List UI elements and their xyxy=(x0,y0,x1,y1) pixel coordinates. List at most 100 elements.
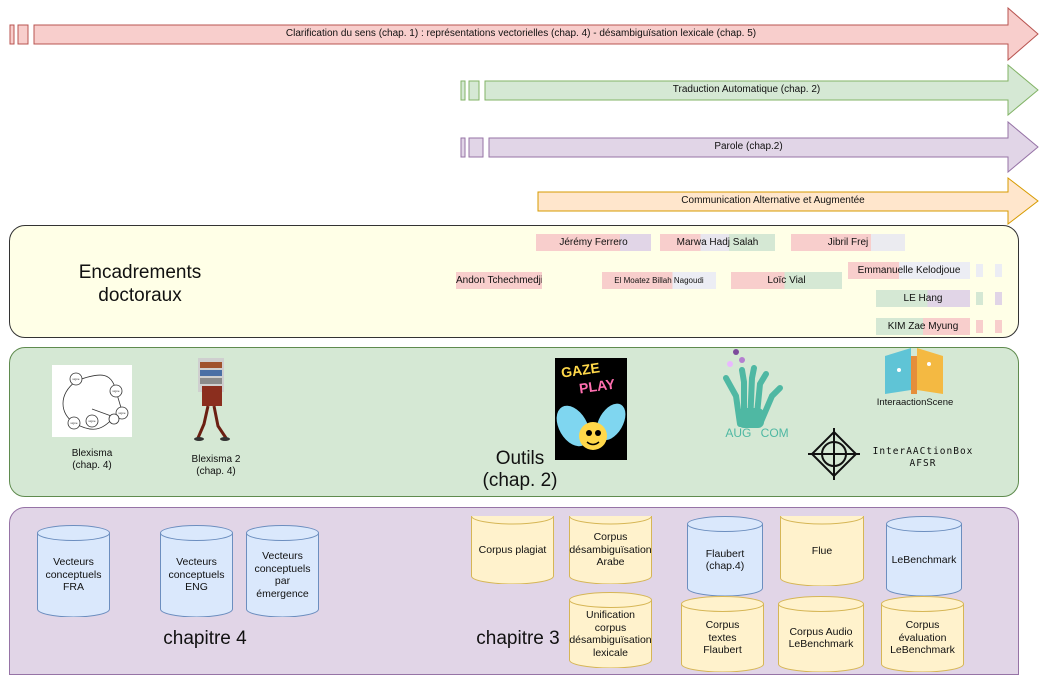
corpus-textes-flaubert-label-line: Corpus xyxy=(705,619,740,632)
flaubert-label: Flaubert(chap.4) xyxy=(687,548,763,573)
corpus-textes-flaubert-label-line: Flaubert xyxy=(703,644,742,657)
encadrements-title-line2: doctoraux xyxy=(98,285,182,306)
kim-marker-b xyxy=(995,320,1002,333)
name-loic: Loïc Vial xyxy=(731,272,842,289)
interaactionscene-book-icon xyxy=(885,348,943,394)
corpus-desamb-arabe-label-line: Arabe xyxy=(596,556,625,569)
arrow1-body xyxy=(33,6,1039,62)
name-marwa: Marwa Hadj Salah xyxy=(660,234,775,251)
lehang-marker-b xyxy=(995,292,1002,305)
name-andon-label: Andon Tchechmedjiev xyxy=(456,275,542,286)
kim-marker-a xyxy=(976,320,983,333)
name-kim: KIM Zae Myung xyxy=(876,318,970,335)
emmanuelle-marker-a xyxy=(976,264,983,277)
flue-cylinder: Flue xyxy=(780,508,864,586)
outils-title: Outils (chap. 2) xyxy=(470,448,570,492)
name-kim-label: KIM Zae Myung xyxy=(887,321,959,332)
name-moatez: El Moatez Billah Nagoudi xyxy=(602,272,716,289)
crosshair-icon xyxy=(808,428,860,480)
arrow3-stub-b xyxy=(468,137,484,158)
name-jibril-label: Jibril Frej xyxy=(827,237,869,248)
encadrements-title-line1: Encadrements xyxy=(78,262,202,283)
blexisma2-label: Blexisma 2 (chap. 4) xyxy=(166,454,266,478)
interaactionscene-label: InteraactionScene xyxy=(876,397,954,408)
arrow2-body xyxy=(484,63,1039,117)
arrow1-stub-b xyxy=(17,24,29,45)
lebenchmark-label: LeBenchmark xyxy=(886,554,962,567)
vecteurs-fra-label-line: Vecteurs xyxy=(53,556,94,569)
corpus-plagiat-label: Corpus plagiat xyxy=(471,544,554,557)
flaubert-label-line: (chap.4) xyxy=(705,560,745,572)
interaactionbox-logo xyxy=(808,428,860,480)
arrow2-stub-b xyxy=(468,80,480,101)
outils-title-line1: Outils xyxy=(495,448,545,469)
vecteurs-fra-label-line: FRA xyxy=(63,581,84,594)
vecteurs-eng-label-line: ENG xyxy=(185,581,208,594)
blexisma-image: signe signe signe signe signe xyxy=(52,365,132,437)
flue-label-line: Flue xyxy=(811,544,833,557)
outils-panel xyxy=(9,347,1019,497)
arrow1-stub-a xyxy=(9,24,15,45)
arrows-layer xyxy=(9,6,1039,226)
vecteurs-emergence-label-line: par xyxy=(274,575,291,587)
name-lehang: LE Hang xyxy=(876,290,970,307)
lebenchmark-cylinder: LeBenchmark xyxy=(886,516,962,596)
corpus-textes-flaubert-label-line: textes xyxy=(708,631,737,644)
blexisma-node-label: signe xyxy=(72,377,80,381)
name-moatez-label: El Moatez Billah Nagoudi xyxy=(614,276,704,285)
gazeplay-logo-line2: PLAY xyxy=(578,375,617,397)
chap4-title: chapitre 4 xyxy=(163,628,247,649)
name-jibril: Jibril Frej xyxy=(791,234,905,251)
corpus-desamb-arabe-label-line: désambiguïsation xyxy=(569,543,652,556)
name-lehang-label: LE Hang xyxy=(903,293,943,304)
corpus-audio-label-line: Corpus Audio xyxy=(789,625,853,638)
blexisma2-label-line1: Blexisma 2 xyxy=(191,454,241,465)
blexisma-node-label: signe xyxy=(70,421,78,425)
arrow-traduction-label: Traduction Automatique (chap. 2) xyxy=(672,84,821,95)
name-andon: Andon Tchechmedjiev xyxy=(456,272,542,289)
vecteurs-emergence-label-line: Vecteurs xyxy=(262,550,303,562)
gazeplay-bee-icon xyxy=(556,403,626,450)
gazeplay-logo: GAZE PLAY xyxy=(555,358,627,460)
blexisma-node-label: signe xyxy=(88,419,96,423)
outils-title-line2: (chap. 2) xyxy=(482,470,558,491)
blexisma-label: Blexisma (chap. 4) xyxy=(42,448,142,472)
vecteurs-emergence-label-line: conceptuels xyxy=(254,562,311,575)
augcom-text-left: AUG xyxy=(725,426,752,440)
unification-label-line: lexicale xyxy=(592,646,629,659)
arrow2-stub-a xyxy=(460,80,466,101)
lebenchmark-label-line: LeBenchmark xyxy=(891,553,957,566)
corpus-eval-label-line: LeBenchmark xyxy=(890,644,955,657)
lehang-marker-a xyxy=(976,292,983,305)
interaactionbox-label-line1: InterAACtionBox xyxy=(872,446,974,457)
emmanuelle-marker-b xyxy=(995,264,1002,277)
corpus-plagiat-label-line: Corpus plagiat xyxy=(478,543,547,556)
blexisma-label-line2: (chap. 4) xyxy=(72,460,112,471)
vecteurs-eng-label-line: Vecteurs xyxy=(176,556,217,569)
blexisma2-label-line2: (chap. 4) xyxy=(196,466,236,477)
vecteurs-eng-label-line: conceptuels xyxy=(168,568,225,581)
blexisma-node-label: signe xyxy=(118,411,126,415)
blexisma2-figure-icon xyxy=(194,358,230,441)
arrow-clarification-label: Clarification du sens (chap. 1) : représ… xyxy=(285,28,757,39)
augcom-logo: AUG COM xyxy=(714,348,800,444)
interaactionbox-label: InterAACtionBox AFSR xyxy=(868,446,978,470)
unification-label-line: désambiguïsation xyxy=(569,634,652,646)
corpus-eval-label-line: Corpus xyxy=(905,619,940,632)
arrow-parole-label: Parole (chap.2) xyxy=(714,141,783,152)
unification-label-line: corpus xyxy=(594,621,627,634)
chap3-title: chapitre 3 xyxy=(476,628,560,649)
interaactionscene-logo xyxy=(881,348,947,394)
interaactionbox-label-line2: AFSR xyxy=(909,458,937,469)
